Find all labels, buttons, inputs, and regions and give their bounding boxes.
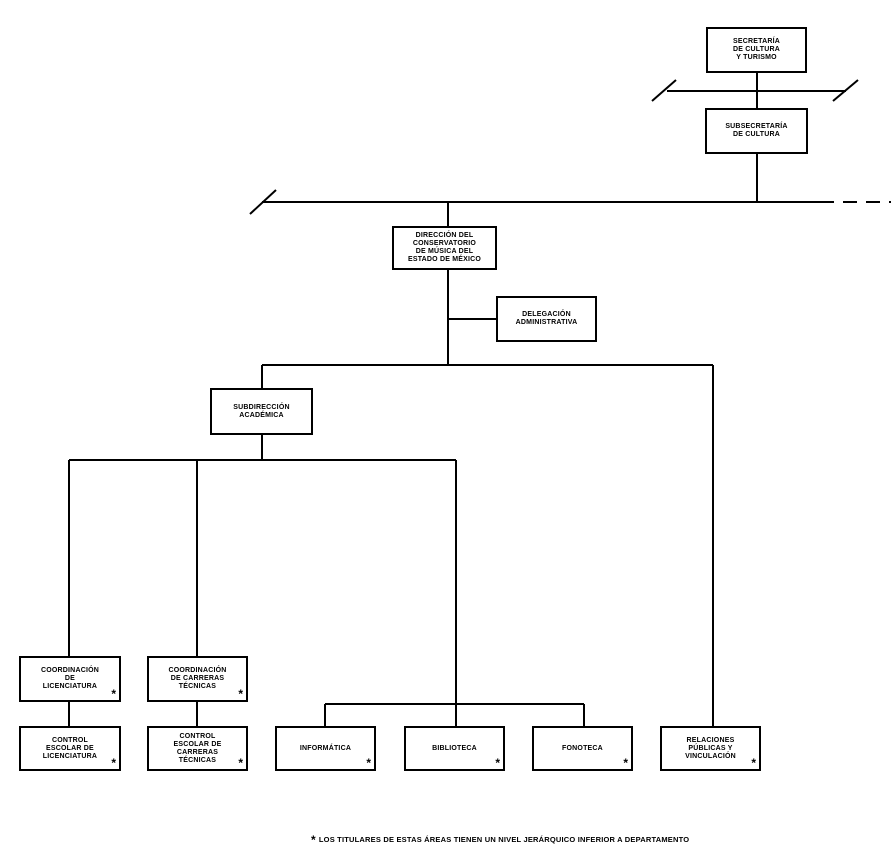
footnote-text: LOS TITULARES DE ESTAS ÁREAS TIENEN UN N… — [318, 835, 690, 844]
break-slash — [249, 189, 277, 215]
box-secretaria: SECRETARÍA DE CULTURA Y TURISMO — [706, 27, 807, 73]
footnote: *LOS TITULARES DE ESTAS ÁREAS TIENEN UN … — [311, 833, 689, 847]
asterisk-marker: * — [111, 756, 116, 770]
box-label: CONTROL ESCOLAR DE CARRERAS TÉCNICAS — [173, 732, 222, 764]
box-label: DELEGACIÓN ADMINISTRATIVA — [515, 311, 578, 326]
box-biblioteca: BIBLIOTECA * — [404, 726, 505, 771]
box-label: SUBSECRETARÍA DE CULTURA — [725, 123, 788, 138]
break-slash — [651, 79, 677, 102]
box-direccion: DIRECCIÓN DEL CONSERVATORIO DE MÚSICA DE… — [392, 226, 497, 270]
break-slash — [832, 79, 859, 102]
box-label: COORDINACIÓN DE LICENCIATURA — [40, 667, 99, 690]
asterisk-marker: * — [111, 687, 116, 701]
box-control-carreras: CONTROL ESCOLAR DE CARRERAS TÉCNICAS * — [147, 726, 248, 771]
box-label: DIRECCIÓN DEL CONSERVATORIO DE MÚSICA DE… — [407, 232, 482, 263]
box-coord-carreras: COORDINACIÓN DE CARRERAS TÉCNICAS * — [147, 656, 248, 702]
box-label: FONOTECA — [562, 744, 603, 752]
box-coord-licenciatura: COORDINACIÓN DE LICENCIATURA * — [19, 656, 121, 702]
asterisk-marker: * — [495, 756, 500, 770]
box-label: COORDINACIÓN DE CARRERAS TÉCNICAS — [168, 667, 227, 690]
box-delegacion: DELEGACIÓN ADMINISTRATIVA — [496, 296, 597, 342]
box-label: CONTROL ESCOLAR DE LICENCIATURA — [42, 736, 98, 760]
footnote-asterisk: * — [311, 833, 316, 847]
box-label: BIBLIOTECA — [432, 744, 477, 752]
box-informatica: INFORMÁTICA * — [275, 726, 376, 771]
box-control-licenciatura: CONTROL ESCOLAR DE LICENCIATURA * — [19, 726, 121, 771]
box-relaciones: RELACIONES PÚBLICAS Y VINCULACIÓN * — [660, 726, 761, 771]
asterisk-marker: * — [238, 687, 243, 701]
asterisk-marker: * — [751, 756, 756, 770]
box-label: SECRETARÍA DE CULTURA Y TURISMO — [733, 38, 780, 61]
box-label: SUBDIRECCIÓN ACADÉMICA — [233, 403, 290, 419]
box-subdireccion: SUBDIRECCIÓN ACADÉMICA — [210, 388, 313, 435]
asterisk-marker: * — [366, 756, 371, 770]
asterisk-marker: * — [623, 756, 628, 770]
box-fonoteca: FONOTECA * — [532, 726, 633, 771]
box-subsecretaria: SUBSECRETARÍA DE CULTURA — [705, 108, 808, 154]
box-label: INFORMÁTICA — [299, 744, 352, 752]
box-label: RELACIONES PÚBLICAS Y VINCULACIÓN — [685, 736, 736, 760]
asterisk-marker: * — [238, 756, 243, 770]
